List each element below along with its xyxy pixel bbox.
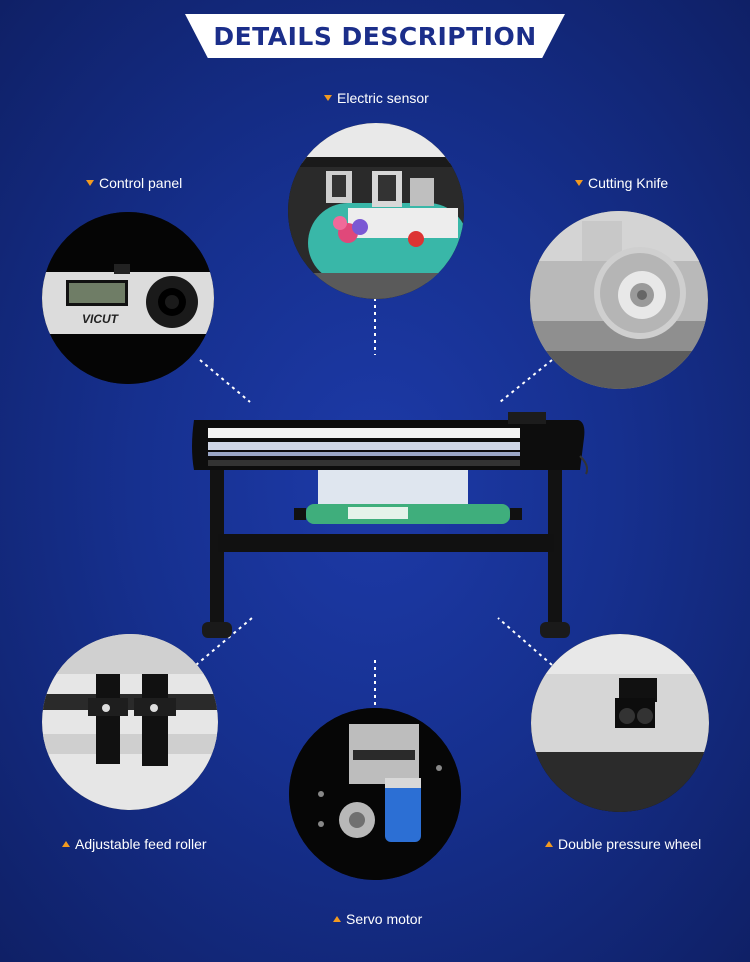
marker-triangle-icon bbox=[333, 916, 341, 922]
label-electric-sensor: Electric sensor bbox=[324, 90, 429, 106]
marker-triangle-icon bbox=[86, 180, 94, 186]
label-text: Double pressure wheel bbox=[558, 836, 702, 852]
marker-triangle-icon bbox=[324, 95, 332, 101]
label-text: Adjustable feed roller bbox=[75, 836, 207, 852]
label-servo-motor: Servo motor bbox=[333, 911, 422, 927]
marker-triangle-icon bbox=[62, 841, 70, 847]
label-text: Electric sensor bbox=[337, 90, 429, 106]
label-text: Cutting Knife bbox=[588, 175, 669, 191]
photo-servo-motor bbox=[289, 708, 461, 880]
brand-logo: VICUT bbox=[82, 312, 118, 326]
label-cutting-knife: Cutting Knife bbox=[575, 175, 668, 191]
page-title: DETAILS DESCRIPTION bbox=[213, 21, 537, 51]
plotter-machine bbox=[192, 412, 588, 638]
connector-cutting-knife bbox=[499, 359, 553, 403]
photo-feed-roller bbox=[42, 634, 218, 810]
photo-electric-sensor bbox=[288, 123, 464, 299]
label-control-panel: Control panel bbox=[86, 175, 182, 191]
photo-pressure-wheel bbox=[531, 634, 709, 812]
connector-feed-roller bbox=[195, 617, 253, 666]
label-feed-roller: Adjustable feed roller bbox=[62, 836, 207, 852]
label-text: Control panel bbox=[99, 175, 183, 191]
connector-pressure-wheel bbox=[497, 617, 553, 666]
photo-control-panel: VICUT bbox=[42, 212, 214, 384]
label-pressure-wheel: Double pressure wheel bbox=[545, 836, 701, 852]
photo-cutting-knife bbox=[530, 211, 708, 389]
title-banner: DETAILS DESCRIPTION bbox=[185, 14, 565, 58]
label-text: Servo motor bbox=[346, 911, 423, 927]
connector-control-panel bbox=[199, 359, 251, 403]
marker-triangle-icon bbox=[545, 841, 553, 847]
marker-triangle-icon bbox=[575, 180, 583, 186]
